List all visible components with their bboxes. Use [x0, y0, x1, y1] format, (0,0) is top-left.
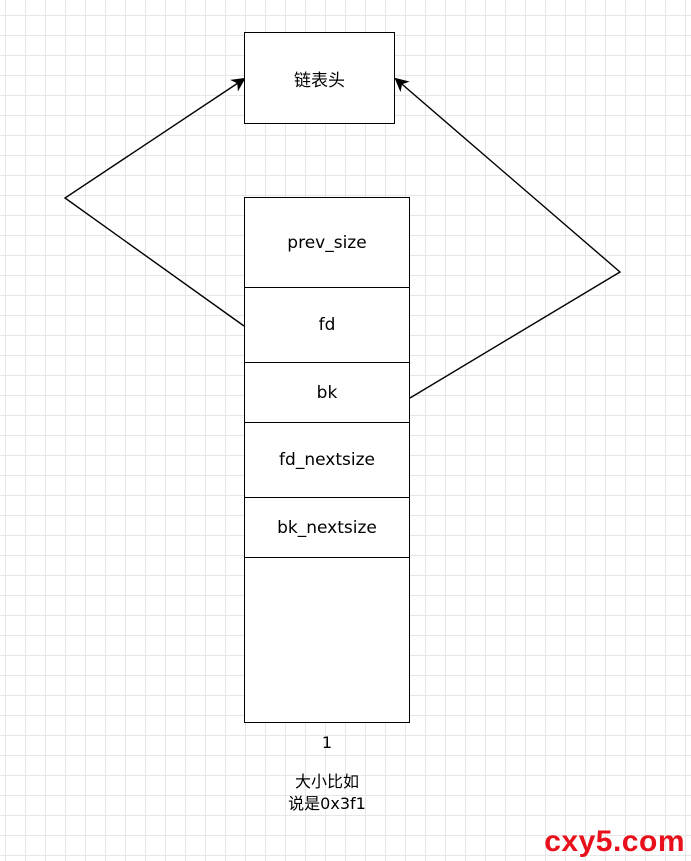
watermark-text: cxy5.com [544, 825, 685, 858]
chunk-field-fd-nextsize: fd_nextsize [245, 423, 409, 498]
size-note-line1: 大小比如 [294, 772, 359, 791]
size-note-line2: 说是0x3f1 [288, 794, 366, 813]
chunk-field-label: prev_size [287, 232, 367, 253]
chunk-field-bk: bk [245, 363, 409, 423]
bk-pointer-arrow [394, 77, 622, 399]
chunk-number: 1 [321, 733, 333, 752]
chunk-field-label: bk_nextsize [277, 517, 377, 538]
chunk-field-label: bk [316, 382, 338, 403]
chunk-field-prev-size: prev_size [245, 198, 409, 288]
chunk-field-fd: fd [245, 288, 409, 363]
chunk-field-data [245, 558, 409, 722]
list-head-label: 链表头 [294, 70, 345, 91]
list-head-box: 链表头 [244, 32, 395, 124]
chunk-field-bk-nextsize: bk_nextsize [245, 498, 409, 558]
heap-chunk: prev_size fd bk fd_nextsize bk_nextsize [244, 197, 410, 723]
fd-pointer-arrow [63, 77, 246, 327]
chunk-field-label: fd_nextsize [279, 450, 375, 470]
chunk-field-label: fd [318, 315, 336, 335]
